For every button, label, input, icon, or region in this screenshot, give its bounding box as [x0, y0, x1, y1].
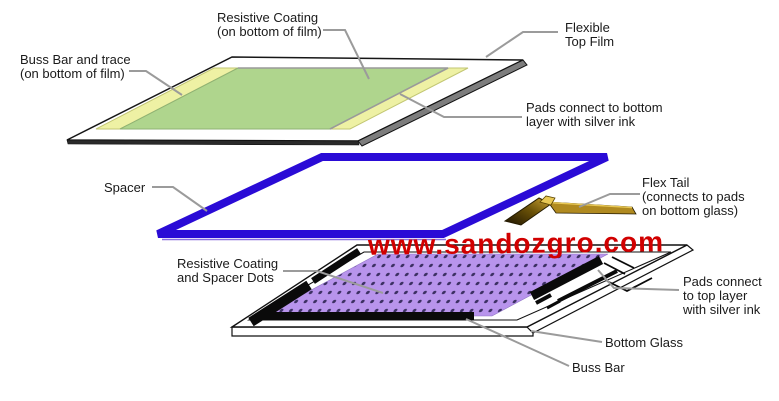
label-line: (on bottom of film) [217, 24, 322, 39]
silver-ink-trace-3 [606, 277, 653, 293]
label-flex-tail: Flex Tail (connects to pads on bottom gl… [642, 176, 745, 218]
label-line: Pads connect [683, 274, 762, 289]
film-right-edge-3d [357, 59, 528, 147]
leader-flex-tail [578, 193, 640, 208]
leader-buss-bar-trace [129, 70, 183, 96]
label-spacer: Spacer [104, 181, 145, 195]
bottom-glass-layer [229, 244, 695, 337]
spacer-layer [156, 153, 609, 241]
pad-mark-1 [535, 293, 552, 305]
label-line: to top layer [683, 288, 748, 303]
label-line: layer with silver ink [526, 114, 636, 129]
label-line: (on bottom of film) [20, 66, 125, 81]
label-line: with silver ink [683, 302, 761, 317]
label-buss-bar-trace: Buss Bar and trace (on bottom of film) [20, 53, 131, 81]
leader-flexible-top-film [485, 31, 558, 58]
silver-ink-trace-1 [603, 262, 626, 275]
label-line: Buss Bar and trace [20, 52, 131, 67]
leader-resistive-coating-top [323, 29, 370, 80]
film-front-edge [66, 139, 360, 146]
spacer-frame [156, 153, 609, 238]
flex-tail-shape [503, 195, 637, 226]
label-line: Flexible [565, 20, 610, 35]
label-flexible-top-film: Flexible Top Film [565, 21, 614, 49]
label-line: Buss Bar [572, 360, 625, 375]
leader-bottom-glass [530, 330, 603, 343]
label-line: Top Film [565, 34, 615, 49]
label-resistive-coating-top: Resistive Coating (on bottom of film) [217, 11, 322, 39]
label-buss-bar: Buss Bar [572, 361, 625, 375]
label-line: Resistive Coating [177, 256, 279, 271]
flex-tail-highlight [548, 201, 633, 209]
silver-ink-trace-2 [611, 256, 635, 269]
label-resistive-coating-dots: Resistive Coating and Spacer Dots [177, 257, 278, 285]
flex-tail-fold [539, 195, 556, 206]
buss-bar-left-segment-1 [248, 280, 312, 327]
leader-pads-bottom [399, 93, 522, 118]
watermark-text: www.sandozgro.com [367, 226, 665, 261]
label-bottom-glass: Bottom Glass [605, 336, 683, 350]
label-line: Spacer [104, 180, 146, 195]
leader-pads-top [597, 269, 680, 291]
label-pads-top-layer: Pads connect to top layer with silver in… [683, 275, 762, 317]
coating-shadow-line [238, 67, 449, 130]
leader-buss-bar [465, 318, 570, 367]
label-line: Bottom Glass [605, 335, 684, 350]
label-pads-bottom-layer: Pads connect to bottom layer with silver… [526, 101, 663, 129]
buss-bar-left-segment-2 [311, 248, 361, 284]
label-line: Flex Tail [642, 175, 690, 190]
label-line: Pads connect to bottom [526, 100, 663, 115]
label-line: and Spacer Dots [177, 270, 274, 285]
label-line: on bottom glass) [642, 203, 739, 218]
pad-mark-2 [546, 299, 561, 310]
flexible-top-film-layer [66, 56, 528, 147]
buss-bar-front [262, 312, 474, 320]
label-line: (connects to pads [642, 189, 745, 204]
label-line: Resistive Coating [217, 10, 319, 25]
leader-spacer [152, 186, 208, 212]
pads-bar-right-2 [557, 269, 618, 303]
pads-bar-right [529, 256, 604, 300]
leader-lines [129, 29, 680, 367]
leader-resistive-coating-dots [283, 270, 384, 294]
